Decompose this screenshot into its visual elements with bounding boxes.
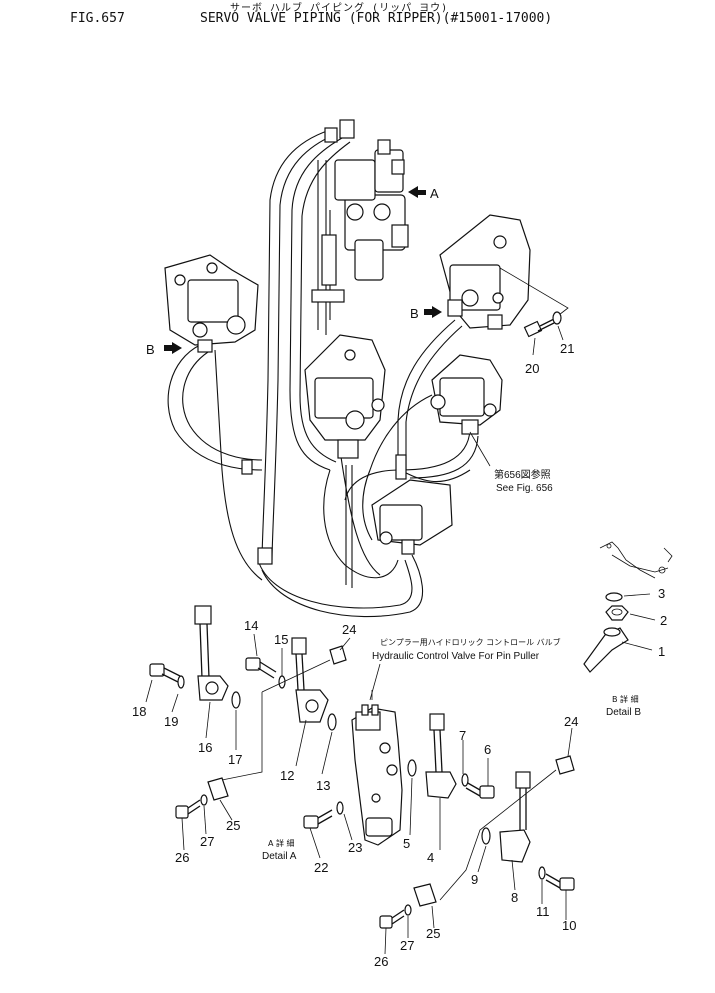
part-number-9: 9 [471,872,478,887]
part-number-24a: 24 [342,622,356,637]
part-number-15: 15 [274,632,288,647]
washer-27a [200,794,208,806]
japanese-title: サーボ ハルブ パイピング (リッパ ヨウ) [230,3,449,14]
o-ring-5 [407,759,417,777]
part-number-11: 11 [536,904,550,919]
part-number-8: 8 [511,890,518,905]
see-fig-en: See Fig. 656 [496,483,553,494]
bolt-10 [545,873,575,891]
leader-lines [145,633,573,955]
control-valve-jp: ピンプラー用ハイドロリック コントロール バルブ [380,637,561,647]
part-number-24b: 24 [564,714,578,729]
bolt-20 [523,317,557,338]
elbow-1 [583,627,629,673]
part-number-labels: 4 5 6 7 8 9 10 11 12 13 14 15 16 17 18 1… [132,618,578,969]
clamp-25b [413,883,437,907]
part-number-27b: 27 [400,938,414,953]
washer-21 [552,311,562,325]
part-number-25a: 25 [226,818,240,833]
part-number-4: 4 [427,850,434,865]
washer-27b [404,904,412,916]
part-number-23: 23 [348,840,362,855]
bolt-14 [245,657,277,679]
nut-2 [605,605,629,621]
bolt-26a [175,799,201,819]
part-number-2: 2 [660,613,667,628]
part-number-18: 18 [132,704,146,719]
part-number-10: 10 [562,918,576,933]
hose-routing [167,129,479,618]
top-servo-valve [311,119,409,303]
washer-7 [461,773,469,787]
figure-title: SERVO VALVE PIPING (FOR RIPPER)(#15001-1… [200,11,553,26]
see-fig-jp: 第656図参照 [494,468,551,481]
o-ring-13 [327,713,337,731]
left-servo-valve [164,254,259,353]
figure-number: FIG.657 [70,11,125,26]
part-number-12: 12 [280,768,294,783]
part-number-14: 14 [244,618,258,633]
clamp-25a [207,777,229,801]
washer-23 [336,801,344,815]
detail-b: 3 2 1 B 詳 細 Detail B [583,541,673,718]
control-valve-en: Hydraulic Control Valve For Pin Puller [372,651,540,662]
part-number-13: 13 [316,778,330,793]
right-servo-valve [430,214,531,435]
detail-a-jp: A 詳 細 [268,838,295,848]
center-servo-valve [304,334,386,459]
washer-19 [177,675,185,689]
part-number-1: 1 [658,644,665,659]
view-arrow-a: A [408,186,439,201]
part-number-25b: 25 [426,926,440,941]
o-ring-9 [481,827,491,845]
part-number-5: 5 [403,836,410,851]
view-arrow-b-left: B [146,342,182,357]
o-ring-3 [605,592,623,602]
part-number-20: 20 [525,361,539,376]
tube-assembly-12 [291,637,329,723]
part-number-26a: 26 [175,850,189,865]
o-ring-17 [231,691,241,709]
detail-b-en: Detail B [606,707,641,718]
part-number-21: 21 [560,341,574,356]
part-number-3: 3 [658,586,665,601]
detail-b-jp: B 詳 細 [612,694,639,704]
tube-assembly-4 [425,713,457,799]
part-number-7: 7 [459,728,466,743]
part-number-27a: 27 [200,834,214,849]
part-number-26b: 26 [374,954,388,969]
bolt-6 [465,781,495,799]
part-number-6: 6 [484,742,491,757]
detail-a-en: Detail A [262,851,297,862]
clamp-24a [329,645,347,665]
clamp-24b [555,755,575,775]
view-label-b-right: B [410,306,419,321]
part-number-17: 17 [228,752,242,767]
part-number-22: 22 [314,860,328,875]
tube-assembly-16 [194,605,229,701]
bolt-18 [149,663,181,683]
view-label-b-left: B [146,342,155,357]
washer-11 [538,866,546,880]
part-number-19: 19 [164,714,178,729]
bolt-26b [379,909,405,929]
bolt-22 [303,809,333,829]
pin-puller-control-valve: ピンプラー用ハイドロリック コントロール バルブ Hydraulic Contr… [351,637,561,846]
junction-valve [241,454,453,565]
tube-assembly-8 [499,771,531,863]
view-arrow-b-right: B [410,306,442,321]
view-label-a: A [430,186,439,201]
leader-see-fig [469,431,491,467]
part-number-16: 16 [198,740,212,755]
